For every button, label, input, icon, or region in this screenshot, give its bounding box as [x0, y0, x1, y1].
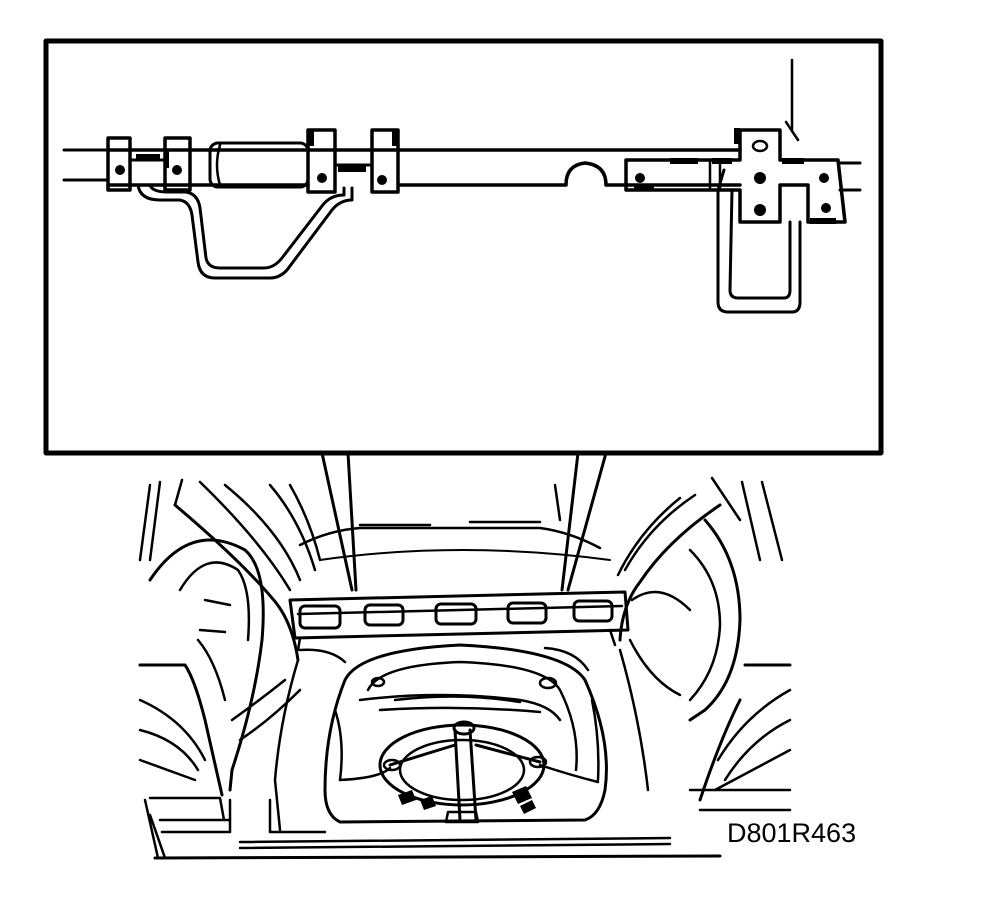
trunk-sill: [153, 798, 722, 860]
bracket-middle: [306, 128, 400, 194]
bracket-right: [624, 58, 847, 224]
inset-frame: [43, 38, 884, 456]
cross-member-main: [288, 590, 630, 652]
leader-wedge: [320, 451, 608, 592]
left-quarter-panel: [138, 478, 322, 860]
mounting-strap-left: [136, 183, 354, 280]
detail-inset: [43, 38, 884, 592]
rear-wall: [298, 520, 611, 561]
spare-wheel-well: [323, 643, 608, 824]
mounting-strap-right: [716, 168, 802, 314]
trunk-view: [138, 476, 792, 860]
side-floor-pans: [230, 646, 650, 832]
cross-member-bar: [62, 148, 862, 192]
right-quarter-panel: [553, 476, 792, 812]
diagram-reference-code: D801R463: [727, 818, 857, 848]
bracket-left: [106, 136, 192, 192]
